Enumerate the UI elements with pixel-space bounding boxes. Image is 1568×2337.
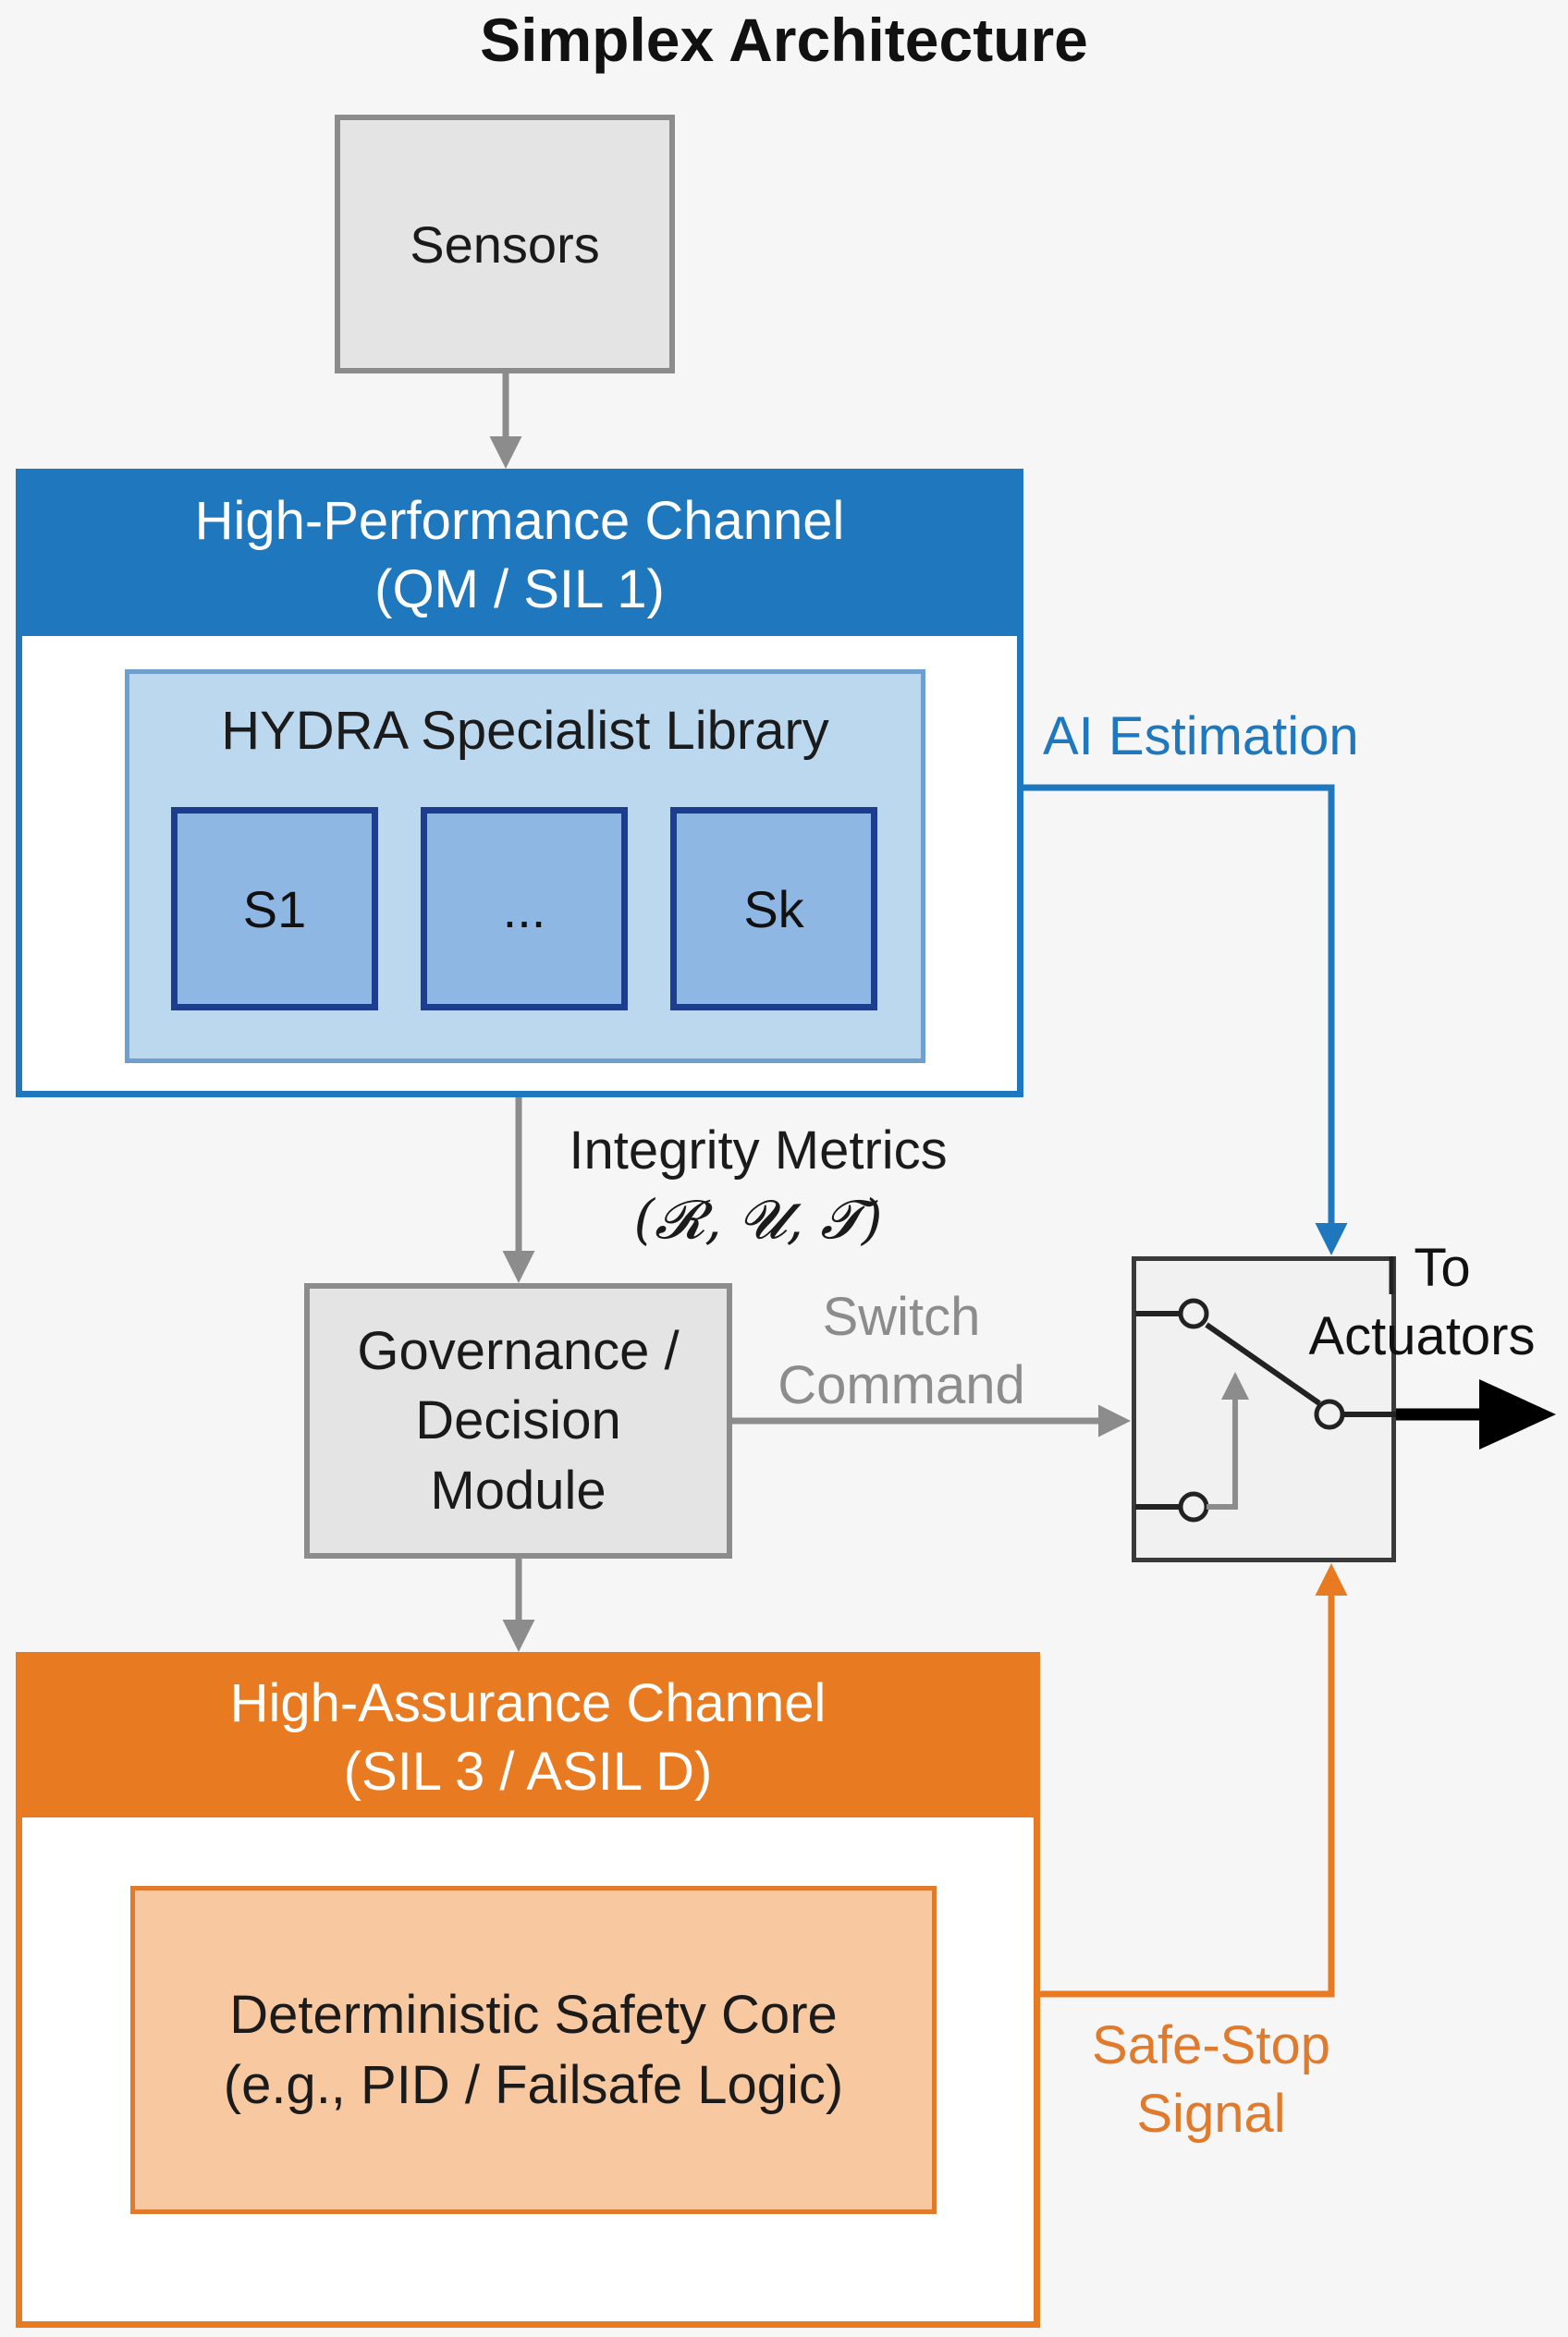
high-assurance-channel-title: High-Assurance Channel	[229, 1672, 827, 1733]
high-performance-channel: High-Performance Channel (QM / SIL 1) HY…	[16, 469, 1023, 1097]
specialist-s1-label: S1	[242, 879, 307, 938]
specialist-sk-box: Sk	[670, 807, 877, 1010]
decision-module-box: Governance / Decision Module	[304, 1283, 732, 1559]
high-performance-channel-subtitle: (QM / SIL 1)	[374, 559, 665, 619]
switch-command-line1: Switch	[822, 1287, 981, 1347]
integrity-metrics-text: Integrity Metrics	[569, 1120, 948, 1181]
to-actuators-label: To Actuators	[1276, 1234, 1568, 1371]
decision-module-line2: Decision	[415, 1390, 621, 1451]
switch-command-label: Switch Command	[740, 1283, 1063, 1420]
safety-core-line2: (e.g., PID / Failsafe Logic)	[223, 2054, 844, 2115]
switch-box	[1132, 1256, 1396, 1562]
integrity-metrics-label: Integrity Metrics (𝓡, 𝓤, 𝓣)	[518, 1117, 998, 1254]
integrity-metrics-symbols: (𝓡, 𝓤, 𝓣)	[633, 1188, 883, 1252]
specialist-ellipsis-label: ...	[502, 879, 546, 938]
ai-estimation-arrow	[1023, 784, 1348, 1255]
safe-stop-label: Safe-Stop Signal	[1045, 2012, 1378, 2148]
high-assurance-channel-header: High-Assurance Channel (SIL 3 / ASIL D)	[22, 1658, 1034, 1817]
sensors-label: Sensors	[410, 214, 600, 274]
high-assurance-channel: High-Assurance Channel (SIL 3 / ASIL D) …	[16, 1652, 1040, 2328]
switch-symbol	[1135, 1256, 1396, 1523]
safe-stop-line2: Signal	[1136, 2084, 1286, 2145]
decision-module-line1: Governance /	[357, 1320, 680, 1381]
high-performance-channel-title: High-Performance Channel	[194, 490, 845, 551]
sensors-box: Sensors	[335, 115, 675, 373]
specialist-sk-label: Sk	[743, 879, 804, 938]
safe-stop-arrow	[1040, 1563, 1348, 1998]
high-performance-channel-header: High-Performance Channel (QM / SIL 1)	[22, 475, 1017, 636]
high-assurance-channel-subtitle: (SIL 3 / ASIL D)	[343, 1742, 713, 1802]
safety-core-line1: Deterministic Safety Core	[229, 1985, 838, 2046]
to-actuators-arrow	[1396, 1379, 1556, 1450]
to-actuators-line2: Actuators	[1308, 1306, 1536, 1367]
ai-estimation-label: AI Estimation	[1043, 706, 1359, 766]
safe-stop-line1: Safe-Stop	[1092, 2015, 1330, 2075]
specialist-ellipsis-box: ...	[421, 807, 628, 1010]
hydra-library-title: HYDRA Specialist Library	[221, 700, 829, 761]
to-actuators-line1: To	[1414, 1238, 1471, 1298]
switch-command-line2: Command	[778, 1355, 1025, 1416]
hydra-specialist-library: HYDRA Specialist Library S1 ... Sk	[125, 669, 925, 1063]
diagram-title: Simplex Architecture	[480, 6, 1088, 74]
safety-core-box: Deterministic Safety Core (e.g., PID / F…	[130, 1886, 937, 2214]
specialist-s1-box: S1	[171, 807, 378, 1010]
decision-module-line3: Module	[430, 1460, 606, 1521]
